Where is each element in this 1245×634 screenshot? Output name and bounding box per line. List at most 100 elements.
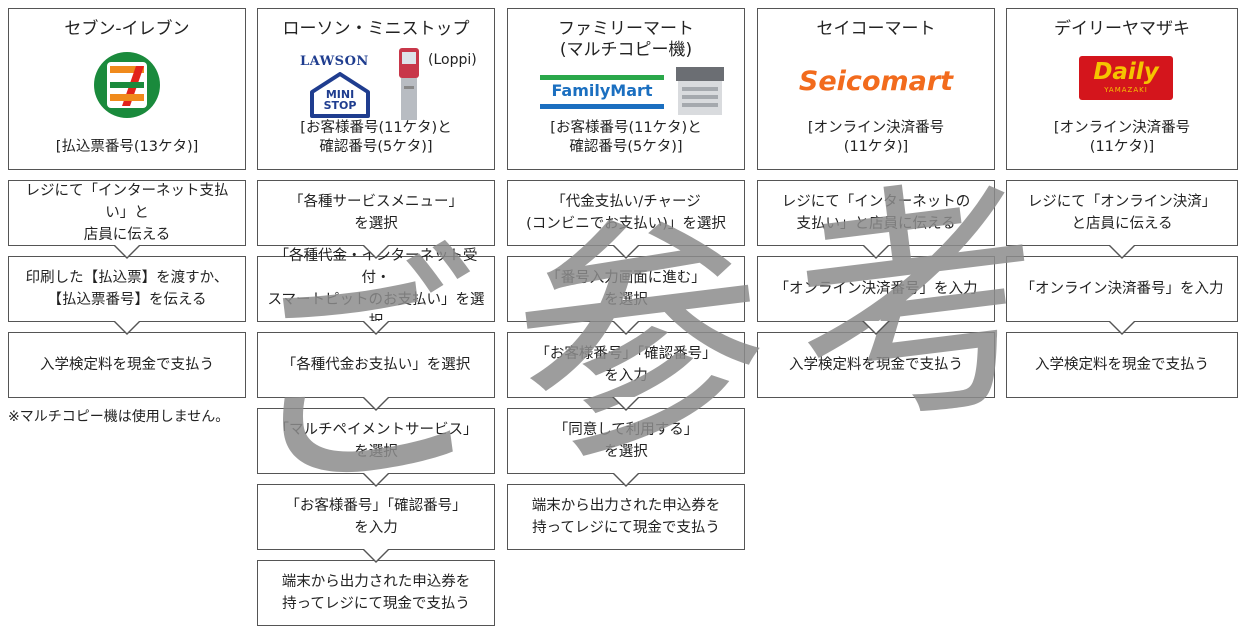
store-title-line: セブン-イレブン bbox=[64, 19, 190, 39]
step-box: 入学検定料を現金で支払う bbox=[757, 332, 995, 398]
step-line: を選択 bbox=[354, 444, 398, 460]
header-daily-yamazaki: デイリーヤマザキ Daily YAMAZAKI [オンライン決済番号 (11ケタ)… bbox=[1006, 8, 1238, 170]
seven-eleven-icon bbox=[94, 52, 160, 118]
daily-yamazaki-logo: Daily YAMAZAKI bbox=[1007, 40, 1237, 100]
ministop-mini: MINI bbox=[325, 88, 355, 101]
step-line: レジにて「インターネット支払い」と bbox=[25, 183, 229, 221]
step-line: 「お客様番号」「確認番号」 bbox=[535, 346, 717, 362]
store-note: [オンライン決済番号 (11ケタ)] bbox=[758, 119, 994, 157]
step-line: 端末から出力された申込券を bbox=[281, 574, 471, 590]
header-seicomart: セイコーマート Seicomart [オンライン決済番号 (11ケタ)] bbox=[757, 8, 995, 170]
store-note-line: [オンライン決済番号 bbox=[807, 120, 945, 136]
store-title: セブン-イレブン bbox=[9, 19, 245, 40]
store-title-line: ファミリーマート bbox=[558, 19, 694, 39]
step-line: スマートピットのお支払い」を選択 bbox=[267, 292, 485, 330]
step-line: 入学検定料を現金で支払う bbox=[40, 357, 214, 373]
store-note-line: (11ケタ)] bbox=[843, 139, 909, 155]
column-seven-eleven: セブン-イレブン [払込票番号(13ケタ)] レジにて「インターネット支払い」と… bbox=[8, 8, 246, 426]
step-line: レジにて「オンライン決済」 bbox=[1027, 194, 1217, 210]
store-note: [払込票番号(13ケタ)] bbox=[9, 138, 245, 157]
store-title: セイコーマート bbox=[758, 19, 994, 40]
step-box: 「オンライン決済番号」を入力 bbox=[1006, 256, 1238, 335]
seicomart-logo: Seicomart bbox=[798, 66, 954, 97]
store-title-line: デイリーヤマザキ bbox=[1054, 19, 1190, 39]
step-box: レジにて「インターネット支払い」と店員に伝える bbox=[8, 180, 246, 259]
step-line: 「マルチペイメントサービス」 bbox=[274, 422, 478, 438]
daily-logo-text: Daily bbox=[1093, 59, 1159, 85]
store-title-line: セイコーマート bbox=[816, 19, 936, 39]
step-box: 「番号入力画面に進む」を選択 bbox=[507, 256, 745, 335]
step-box: 「各種サービスメニュー」を選択 bbox=[257, 180, 495, 259]
store-note: [オンライン決済番号 (11ケタ)] bbox=[1007, 119, 1237, 157]
ministop-stop: STOP bbox=[323, 99, 357, 112]
step-box: 入学検定料を現金で支払う bbox=[8, 332, 246, 398]
store-title: デイリーヤマザキ bbox=[1007, 19, 1237, 40]
step-box: 「各種代金お支払い」を選択 bbox=[257, 332, 495, 411]
step-box: 端末から出力された申込券を持ってレジにて現金で支払う bbox=[507, 484, 745, 550]
step-line: 印刷した【払込票】を渡すか、 bbox=[25, 270, 229, 286]
daily-logo-bg bbox=[1079, 56, 1173, 100]
step-line: 入学検定料を現金で支払う bbox=[1035, 357, 1209, 373]
step-box: 「同意して利用する」を選択 bbox=[507, 408, 745, 487]
step-line: を入力 bbox=[604, 368, 648, 384]
footnote: ※マルチコピー機は使用しません。 bbox=[8, 409, 230, 425]
step-box: 印刷した【払込票】を渡すか、【払込票番号】を伝える bbox=[8, 256, 246, 335]
step-line: 入学検定料を現金で支払う bbox=[789, 357, 963, 373]
yamazaki-logo-text: YAMAZAKI bbox=[1104, 86, 1148, 94]
step-box: 端末から出力された申込券を持ってレジにて現金で支払う bbox=[257, 560, 495, 626]
step-line: 「各種サービスメニュー」 bbox=[289, 194, 463, 210]
lawson-logo: LAWSON bbox=[300, 54, 369, 69]
step-box: 「代金支払い/チャージ (コンビニでお支払い)」を選択 bbox=[507, 180, 745, 259]
step-line: を選択 bbox=[604, 292, 648, 308]
store-title: ファミリーマート(マルチコピー機) bbox=[508, 19, 744, 61]
step-box: 入学検定料を現金で支払う bbox=[1006, 332, 1238, 398]
step-line: を入力 bbox=[354, 520, 398, 536]
store-title-line: (マルチコピー機) bbox=[559, 40, 693, 60]
header-familymart: ファミリーマート(マルチコピー機) FamilyMart [お客様番号(11ケタ… bbox=[507, 8, 745, 170]
loppi-kiosk-icon bbox=[399, 48, 419, 120]
step-line: を選択 bbox=[604, 444, 648, 460]
step-line: と店員に伝える bbox=[1071, 216, 1173, 232]
multicopy-machine-icon bbox=[676, 67, 724, 115]
step-line: (コンビニでお支払い)」を選択 bbox=[526, 216, 726, 232]
familymart-logo-text: FamilyMart bbox=[551, 81, 653, 100]
step-line: 【払込票番号】を伝える bbox=[47, 292, 207, 308]
store-note-line: 確認番号(5ケタ)] bbox=[319, 139, 433, 155]
step-box: レジにて「オンライン決済」と店員に伝える bbox=[1006, 180, 1238, 259]
step-box: レジにて「インターネットの支払い」と店員に伝える bbox=[757, 180, 995, 259]
step-line: 「番号入力画面に進む」 bbox=[546, 270, 706, 286]
store-title-line: ローソン・ミニストップ bbox=[282, 19, 470, 39]
familymart-logo: FamilyMart bbox=[508, 61, 744, 121]
store-note: [お客様番号(11ケタ)と確認番号(5ケタ)] bbox=[508, 119, 744, 157]
step-line: 支払い」と店員に伝える bbox=[796, 216, 956, 232]
step-line: 持ってレジにて現金で支払う bbox=[532, 520, 720, 536]
step-box: 「各種代金・インターネット受付・スマートピットのお支払い」を選択 bbox=[257, 248, 495, 335]
store-note-line: [払込票番号(13ケタ)] bbox=[55, 139, 199, 155]
step-line: を選択 bbox=[354, 216, 398, 232]
column-seicomart: セイコーマート Seicomart [オンライン決済番号 (11ケタ)] レジにて… bbox=[757, 8, 995, 398]
step-box: 「お客様番号」「確認番号」を入力 bbox=[507, 332, 745, 411]
store-note-line: [オンライン決済番号 bbox=[1053, 120, 1191, 136]
step-line: 「オンライン決済番号」を入力 bbox=[774, 281, 978, 297]
store-title: ローソン・ミニストップ bbox=[258, 19, 494, 40]
step-line: 持ってレジにて現金で支払う bbox=[282, 596, 470, 612]
step-line: 「各種代金お支払い」を選択 bbox=[281, 357, 471, 373]
step-box: 「オンライン決済番号」を入力 bbox=[757, 256, 995, 335]
step-line: 「同意して利用する」 bbox=[553, 422, 699, 438]
familymart-logo-icon bbox=[540, 75, 664, 109]
seven-eleven-logo bbox=[9, 50, 245, 120]
column-familymart: ファミリーマート(マルチコピー機) FamilyMart [お客様番号(11ケタ… bbox=[507, 8, 745, 550]
step-line: 「お客様番号」「確認番号」 bbox=[285, 498, 467, 514]
store-note: [お客様番号(11ケタ)と確認番号(5ケタ)] bbox=[258, 119, 494, 157]
step-box: 「マルチペイメントサービス」を選択 bbox=[257, 408, 495, 487]
store-note-line: (11ケタ)] bbox=[1089, 139, 1155, 155]
step-line: 「代金支払い/チャージ bbox=[551, 194, 701, 210]
step-line: 店員に伝える bbox=[83, 227, 171, 243]
step-line: レジにて「インターネットの bbox=[781, 194, 971, 210]
header-seven-eleven: セブン-イレブン [払込票番号(13ケタ)] bbox=[8, 8, 246, 170]
store-note-line: 確認番号(5ケタ)] bbox=[569, 139, 683, 155]
